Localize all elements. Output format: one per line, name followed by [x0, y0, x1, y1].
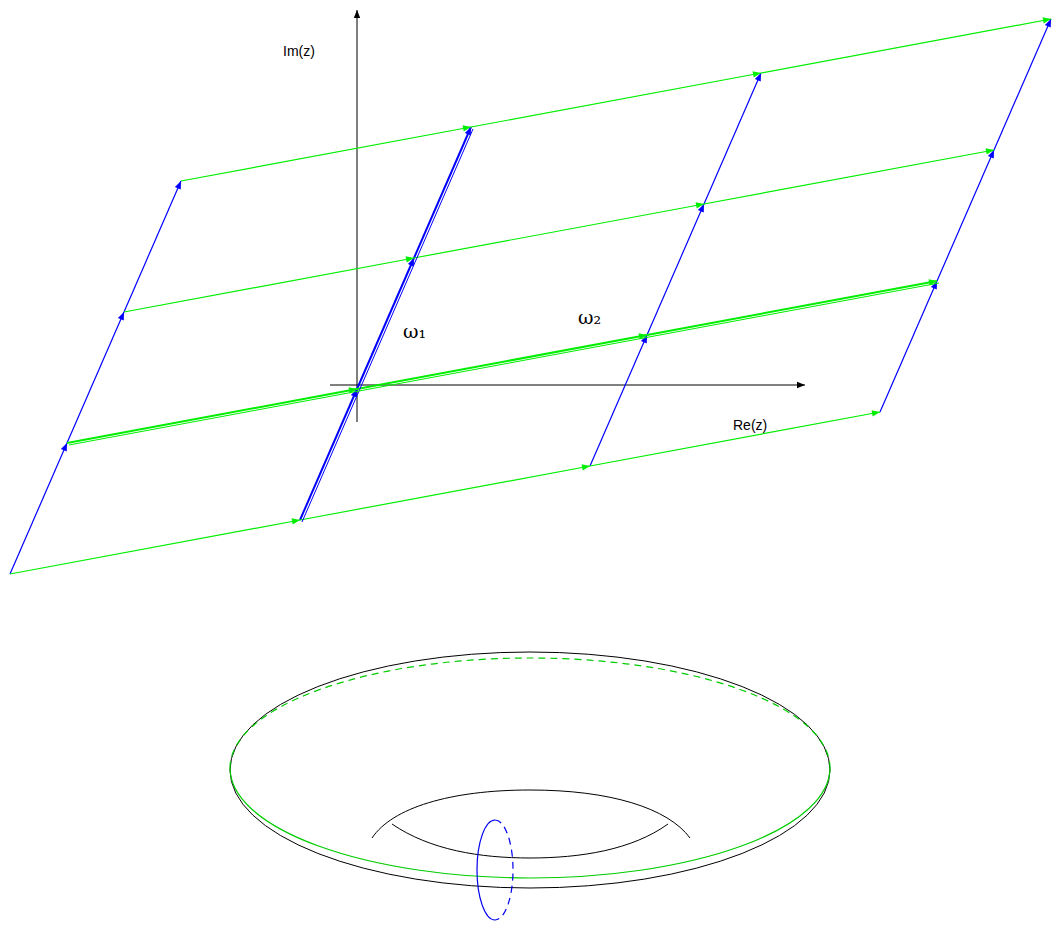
lattice-vector: [647, 204, 704, 335]
period-label: ω₁: [403, 322, 426, 341]
lattice-vector: [647, 281, 937, 335]
lattice-vector: [590, 412, 880, 466]
lattice-vector: [994, 19, 1051, 150]
lattice-vector: [416, 129, 473, 260]
lattice-vector: [300, 389, 357, 520]
period-lattice: [10, 19, 1051, 574]
lattice-vector: [357, 335, 647, 389]
axes: [330, 10, 805, 422]
lattice-vector: [67, 312, 124, 443]
lattice-vector: [302, 391, 359, 522]
lattice-vector: [359, 337, 649, 391]
lattice-vector: [300, 466, 590, 520]
lattice-vector: [880, 281, 937, 412]
lattice-vector: [10, 443, 67, 574]
lattice-vector: [124, 258, 414, 312]
torus: [230, 652, 830, 920]
axis-label: Re(z): [733, 418, 767, 432]
lattice-vector: [414, 204, 704, 258]
lattice-vector: [181, 127, 471, 181]
axis-label: Im(z): [283, 44, 315, 58]
lattice-vector: [471, 73, 761, 127]
lattice-vector: [10, 520, 300, 574]
lattice-vector: [937, 150, 994, 281]
lattice-vector: [590, 335, 647, 466]
lattice-vector: [649, 283, 939, 337]
lattice-vector: [704, 150, 994, 204]
lattice-vector: [761, 19, 1051, 73]
lattice-vector: [704, 73, 761, 204]
lattice-vector: [124, 181, 181, 312]
lattice-vector: [69, 391, 359, 445]
lattice-vector: [67, 389, 357, 443]
period-label: ω₂: [578, 308, 601, 327]
lattice-vector: [414, 127, 471, 258]
